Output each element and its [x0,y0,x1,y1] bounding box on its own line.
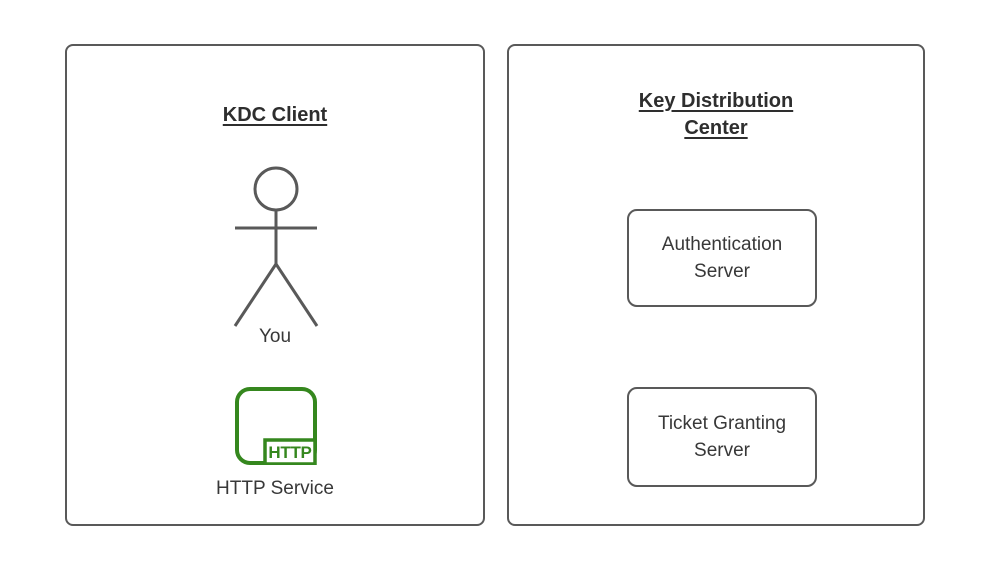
http-icon-text: HTTP [268,443,311,462]
http-service-icon: HTTP [235,387,317,465]
kdc-client-title: KDC Client [222,104,328,126]
ticket-granting-server-box: Ticket Granting Server [627,387,817,487]
authentication-server-label: Authentication Server [661,234,783,282]
person-actor-icon [233,166,319,327]
authentication-server-box: Authentication Server [627,209,817,307]
actor-label: You [258,326,292,347]
key-distribution-center-panel: Key Distribution Center Authentication S… [507,44,925,526]
http-service-label: HTTP Service [216,478,334,499]
ticket-granting-server-label: Ticket Granting Server [657,413,787,461]
kdc-client-panel: KDC Client You HTTP HTTP Service [65,44,485,526]
key-distribution-center-title: Key Distribution Center [638,90,794,139]
